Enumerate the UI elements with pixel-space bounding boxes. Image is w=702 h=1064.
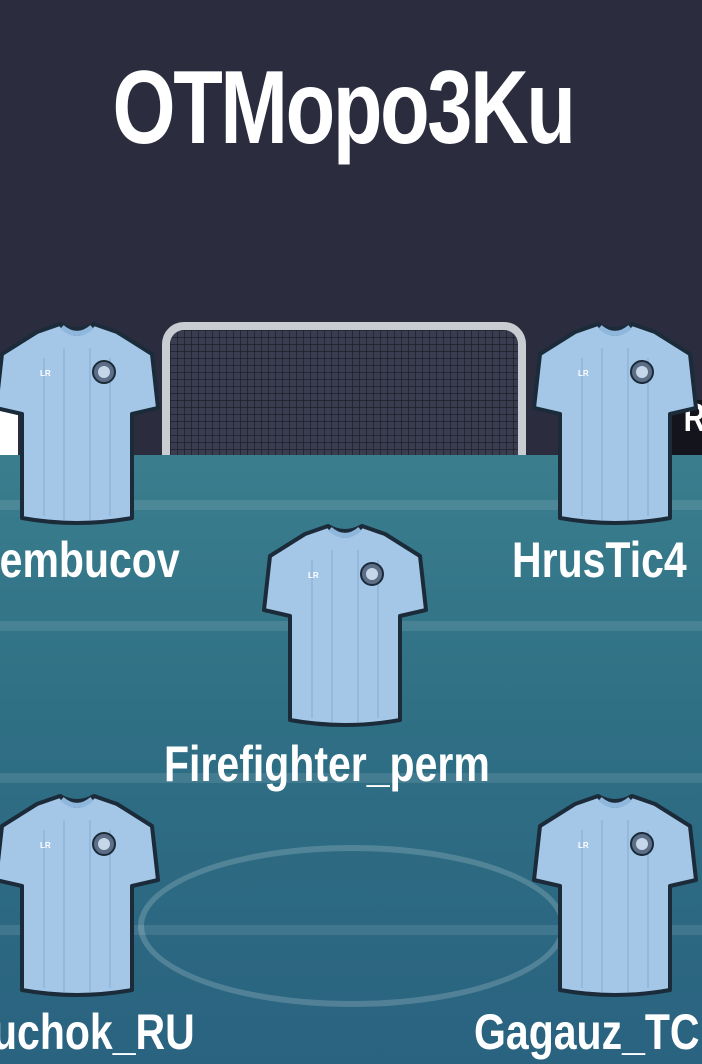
jersey-icon: LR	[532, 322, 698, 525]
pitch-stripe	[0, 773, 702, 783]
svg-text:LR: LR	[578, 841, 589, 850]
svg-text:LR: LR	[40, 841, 51, 850]
svg-text:LR: LR	[578, 369, 589, 378]
jersey-icon: LR	[532, 794, 698, 997]
player-name[interactable]: Firefighter_perm	[164, 736, 490, 792]
player-name[interactable]: HrusTic4	[512, 532, 687, 588]
player-jersey-icon[interactable]: LR	[0, 318, 162, 528]
svg-text:LR: LR	[40, 369, 51, 378]
goal-net	[162, 322, 526, 455]
player-jersey-icon[interactable]: LR	[260, 520, 430, 730]
player-jersey-icon[interactable]: LR	[0, 790, 162, 1000]
team-title: OTMopo3Ku	[112, 50, 575, 166]
jersey-icon: LR	[262, 524, 428, 727]
svg-text:LR: LR	[308, 571, 319, 580]
player-name[interactable]: tembucov	[0, 532, 180, 588]
jersey-icon: LR	[0, 322, 160, 525]
player-name[interactable]: Gagauz_TC	[474, 1004, 700, 1060]
center-circle	[138, 845, 566, 1007]
pitch-stripe	[0, 500, 702, 510]
player-jersey-icon[interactable]: LR	[530, 790, 700, 1000]
goal-edge-left	[0, 404, 18, 455]
player-jersey-icon[interactable]: LR	[530, 318, 700, 528]
player-name[interactable]: uchok_RU	[0, 1004, 195, 1060]
jersey-icon: LR	[0, 794, 160, 997]
